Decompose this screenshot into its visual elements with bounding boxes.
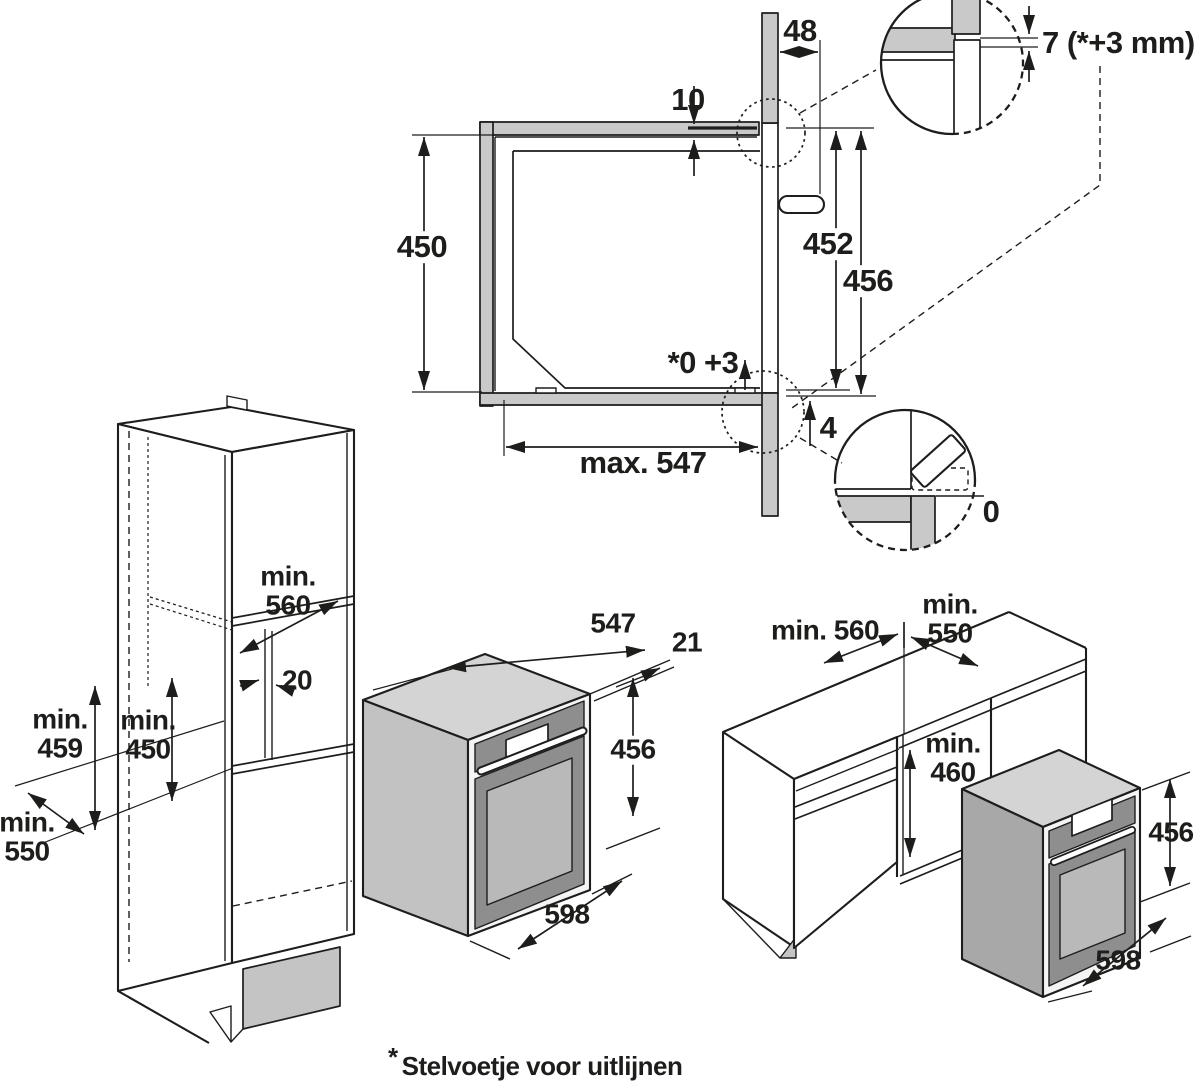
- dim-label-detail-top: 7 (*+3 mm): [1042, 25, 1195, 61]
- footnote: *Stelvoetje voor uitlijnen: [388, 1042, 683, 1082]
- dim-label-cabinet-floor-depth: min. 550: [0, 806, 55, 866]
- dim-label-oven-depth: 547: [590, 607, 636, 639]
- dim-label-oven-overhang: 21: [671, 626, 703, 658]
- dim-label-run-oven-width: 598: [1095, 944, 1141, 976]
- base-cabinet-run: [721, 611, 1088, 959]
- dim-label-foot-adjust: *0 +3: [667, 345, 739, 381]
- dim-label-run-opening-height: min. 460: [925, 727, 981, 787]
- dim-label-run-left-depth: min. 560: [770, 614, 880, 646]
- detail-door-top: [879, 0, 1038, 136]
- dim-label-max-depth: max. 547: [579, 445, 708, 481]
- dim-label-run-right-depth: min. 550: [922, 588, 978, 648]
- dim-label-oven-height: 456: [607, 735, 659, 765]
- footnote-asterisk: *: [388, 1042, 398, 1072]
- dim-label-niche-height: 450: [393, 231, 451, 263]
- dim-label-run-oven-height: 456: [1148, 816, 1194, 848]
- detail-foot: [833, 408, 984, 552]
- dim-label-cabinet-front-height: min. 459: [32, 703, 88, 763]
- oven-isometric-right: [960, 748, 1192, 1003]
- dim-label-below-shelf: 4: [819, 410, 837, 446]
- dim-label-cabinet-niche-depth: min. 560: [260, 560, 316, 620]
- dim-label-oven-height: 452: [799, 228, 857, 260]
- dim-label-oven-width: 598: [544, 898, 590, 930]
- oven-isometric: [361, 645, 675, 960]
- dim-label-cabinet-side-gap: 20: [281, 664, 313, 696]
- cross-section-drawing: [412, 12, 1101, 517]
- footnote-text: Stelvoetje voor uitlijnen: [401, 1051, 683, 1081]
- dim-label-detail-bottom-zero: 0: [982, 494, 1000, 530]
- dim-label-front-height: 456: [839, 265, 897, 297]
- dim-label-cabinet-niche-height: min. 450: [120, 704, 176, 764]
- tall-cabinet-drawing: [14, 395, 356, 1044]
- dim-label-top-gap: 10: [671, 82, 705, 118]
- dim-label-door-top-width: 48: [783, 13, 817, 49]
